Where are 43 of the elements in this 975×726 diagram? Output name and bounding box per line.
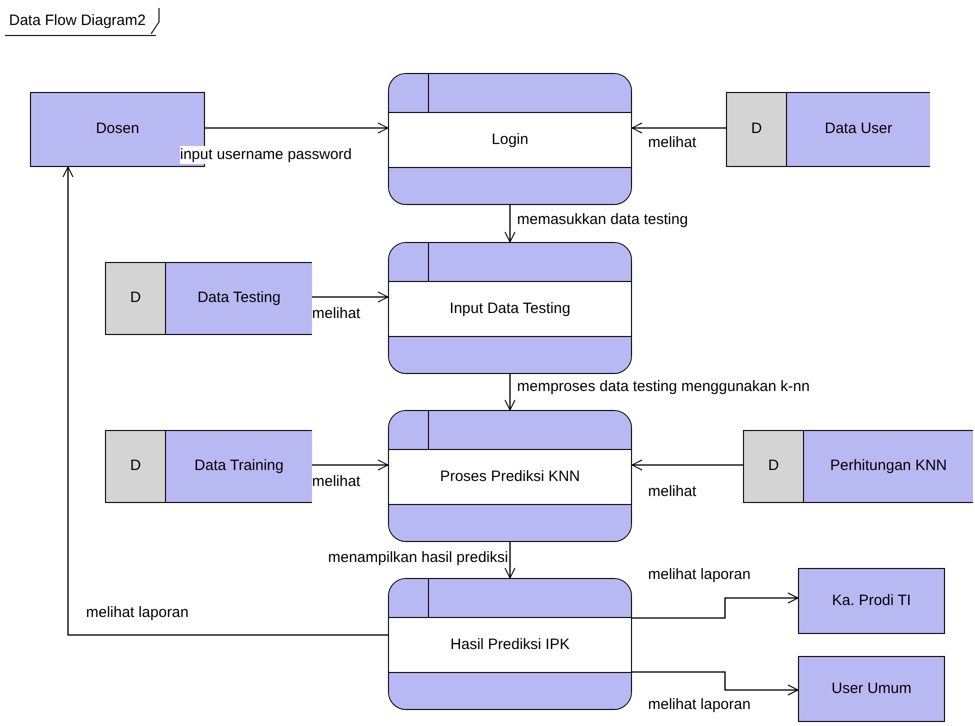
store-label: Perhitungan KNN — [830, 456, 947, 476]
flow-arrow — [632, 122, 726, 134]
store-id: D — [751, 119, 762, 140]
store-label: Data Training — [194, 456, 284, 476]
flow-arrow — [632, 460, 743, 470]
flow-arrow — [312, 292, 388, 302]
data-store — [105, 430, 312, 503]
process-box — [388, 410, 632, 542]
flow-arrow — [504, 374, 516, 410]
process-box — [388, 578, 632, 710]
process-label: Hasil Prediksi IPK — [450, 634, 570, 655]
process-label: Login — [492, 130, 528, 150]
edge-label: melihat laporan — [648, 696, 751, 714]
edge-label: memasukkan data testing — [517, 211, 688, 229]
flow-arrow — [632, 592, 798, 619]
flow-arrow — [504, 205, 516, 242]
process-label: Proses Prediksi KNN — [440, 466, 580, 487]
entity-label: Dosen — [96, 119, 140, 140]
data-store — [743, 430, 973, 503]
store-id: D — [130, 456, 141, 476]
entity-label: User Umum — [831, 678, 912, 699]
process-box — [388, 242, 632, 374]
process-label: Input Data Testing — [450, 298, 570, 319]
store-id: D — [130, 288, 141, 308]
flow-arrow — [632, 671, 798, 696]
flow-arrow — [62, 166, 388, 636]
external-entity — [798, 656, 945, 722]
store-label: Data User — [824, 119, 892, 140]
edge-label: melihat laporan — [86, 604, 189, 622]
store-label: Data Testing — [197, 288, 281, 308]
data-store — [726, 92, 930, 167]
entity-label: Ka. Prodi TI — [832, 590, 911, 611]
data-store — [105, 262, 312, 335]
edge-label: menampilkan hasil prediksi — [328, 549, 508, 567]
store-id: D — [768, 456, 779, 476]
flow-arrow — [205, 122, 388, 134]
external-entity — [798, 568, 945, 634]
edge-label: memproses data testing menggunakan k-nn — [517, 378, 810, 396]
flow-arrow — [504, 542, 516, 578]
edge-label: input username password — [180, 146, 352, 164]
process-box — [388, 73, 632, 205]
edge-label: melihat laporan — [648, 566, 751, 584]
flow-arrow — [312, 460, 388, 470]
